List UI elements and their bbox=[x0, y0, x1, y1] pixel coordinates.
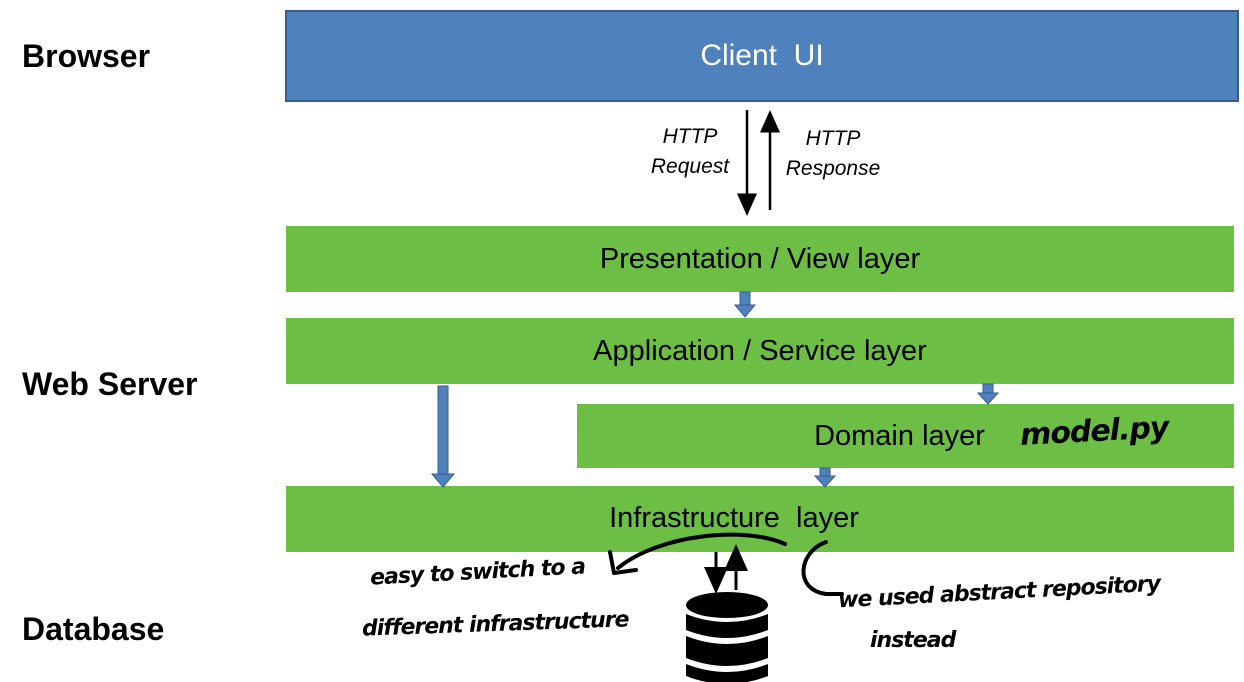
application-to-domain-arrow bbox=[976, 383, 1000, 405]
domain-to-infrastructure-arrow bbox=[813, 467, 837, 488]
handwritten-curve-arrowhead bbox=[608, 550, 638, 575]
http-response-line2: Response bbox=[785, 157, 881, 180]
infrastructure-layer-box: Infrastructure layer bbox=[286, 486, 1234, 552]
web-server-tier-label: Web Server bbox=[22, 366, 198, 402]
handwritten-curve-arrow bbox=[616, 532, 787, 570]
presentation-layer-label: Presentation / View layer bbox=[599, 242, 921, 275]
application-to-infrastructure-arrow bbox=[430, 385, 456, 488]
client-ui-label: Client UI bbox=[700, 39, 824, 72]
http-response-line1: HTTP bbox=[805, 127, 861, 150]
presentation-to-application-arrow bbox=[733, 291, 757, 318]
client-ui-box: Client UI bbox=[285, 10, 1239, 102]
browser-tier-label: Browser bbox=[22, 38, 151, 74]
database-tier-label: Database bbox=[22, 611, 165, 647]
http-request-label: HTTP Request bbox=[640, 122, 740, 182]
application-layer-label: Application / Service layer bbox=[593, 334, 927, 367]
http-request-line2: Request bbox=[650, 155, 730, 178]
handwritten-hook bbox=[801, 540, 844, 596]
domain-layer-box: Domain layer bbox=[577, 404, 1234, 468]
database-icon bbox=[686, 592, 768, 682]
domain-layer-label: Domain layer bbox=[814, 419, 985, 452]
application-layer-box: Application / Service layer bbox=[286, 318, 1234, 384]
infrastructure-layer-label: Infrastructure layer bbox=[609, 502, 859, 534]
abstract-repo-annotation-line2: instead bbox=[870, 628, 956, 653]
http-request-line1: HTTP bbox=[662, 125, 718, 148]
presentation-layer-box: Presentation / View layer bbox=[286, 226, 1234, 292]
http-response-label: HTTP Response bbox=[775, 124, 891, 184]
